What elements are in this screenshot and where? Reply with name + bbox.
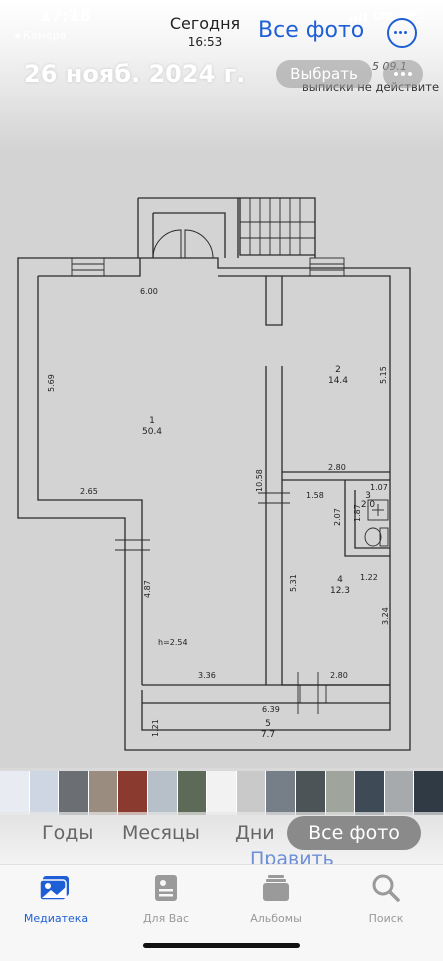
dim-text: 2.80 [328, 463, 346, 472]
select-button[interactable]: Выбрать [276, 60, 372, 88]
segment-years[interactable]: Годы [42, 822, 94, 844]
room-number: 4 [337, 575, 343, 585]
thumbnail[interactable] [384, 771, 414, 815]
tab-label: Для Вас [142, 912, 190, 925]
dim-text: 1.21 [151, 719, 160, 737]
room-area: 2.0 [361, 500, 376, 510]
dim-text: 1.07 [370, 483, 388, 492]
status-time: 17:18 [40, 6, 91, 25]
albums-icon [263, 875, 289, 901]
partition-room1 [265, 276, 283, 326]
segment-months[interactable]: Месяцы [122, 822, 200, 844]
photo-timestamp: Сегодня 16:53 [150, 14, 260, 49]
network-type: LTE [372, 10, 393, 23]
partition-room3 [344, 480, 390, 557]
tab-for-you[interactable]: Для Вас [121, 873, 211, 925]
thumbnail[interactable] [88, 771, 118, 815]
tab-albums[interactable]: Альбомы [231, 873, 321, 925]
title-day: Сегодня [169, 14, 241, 33]
dim-text: 6.39 [262, 705, 280, 714]
room-area: 14.4 [328, 376, 348, 386]
floor-plan: 6.00 5.69 2.65 4.87 3.36 h=2.54 10.58 5.… [17, 197, 411, 751]
search-icon [372, 874, 400, 902]
thumbnail[interactable] [355, 771, 384, 815]
tab-label: Альбомы [250, 912, 302, 925]
thumbnail[interactable] [29, 771, 59, 815]
photo-date: 26 нояб. 2024 г. [24, 60, 246, 88]
for-you-icon [155, 875, 177, 901]
dim-text: 5.69 [47, 374, 56, 392]
home-indicator [143, 943, 300, 948]
room-number: 3 [365, 491, 371, 501]
dim-text: 2.80 [330, 671, 348, 680]
thumbnail[interactable] [207, 771, 236, 815]
thumbnail[interactable] [414, 771, 443, 815]
signal-icon [348, 11, 367, 22]
dim-text: 10.58 [255, 469, 264, 492]
room-area: 7.7 [261, 730, 275, 740]
segment-all-photos[interactable]: Все фото [287, 816, 421, 850]
thumbnail[interactable] [177, 771, 207, 815]
photo-view[interactable]: 6.00 5.69 2.65 4.87 3.36 h=2.54 10.58 5.… [0, 0, 443, 768]
dim-text: 4.87 [143, 580, 152, 598]
thumbnail[interactable] [295, 771, 325, 815]
tab-label: Поиск [368, 912, 404, 925]
tab-search[interactable]: Поиск [341, 873, 431, 925]
thumbnail[interactable] [236, 771, 266, 815]
dim-text: 6.00 [140, 287, 158, 296]
room-number: 5 [265, 719, 271, 729]
thumbnail[interactable] [0, 771, 29, 815]
dim-text: 1.87 [353, 504, 362, 522]
segment-days[interactable]: Дни [235, 822, 275, 844]
dim-text: 1.58 [306, 491, 324, 500]
dim-text: 5.31 [289, 574, 298, 592]
tab-label: Медиатека [23, 912, 89, 925]
room-number: 2 [335, 365, 341, 375]
outer-wall [17, 257, 411, 751]
dim-text: 3.36 [198, 671, 216, 680]
dim-text: 2.65 [80, 487, 98, 496]
partition-room5 [142, 684, 390, 704]
ellipsis-icon[interactable] [383, 60, 423, 88]
title-time: 16:53 [187, 35, 223, 49]
back-to-camera[interactable]: ◂ Камера [14, 29, 67, 42]
dim-text: 3.24 [381, 607, 390, 625]
thumbnail[interactable] [325, 771, 355, 815]
tab-library[interactable]: Медиатека [11, 873, 101, 925]
room-area: 50.4 [142, 427, 162, 437]
thumbnail-strip[interactable] [0, 771, 443, 815]
all-photos-button[interactable]: Все фото [258, 18, 365, 43]
vestibule [137, 197, 239, 258]
dim-text: 2.07 [333, 508, 342, 526]
thumbnail[interactable] [147, 771, 177, 815]
photo-library-icon [39, 876, 69, 901]
thumbnail[interactable] [266, 771, 295, 815]
partition-room2 [265, 366, 390, 686]
room-number: 1 [149, 416, 155, 426]
dim-text: 5.15 [379, 366, 388, 384]
dim-text: h=2.54 [158, 638, 188, 647]
thumbnail[interactable] [59, 771, 88, 815]
thumbnail[interactable] [118, 771, 147, 815]
dim-text: 1.22 [360, 573, 378, 582]
back-label: Камера [23, 29, 67, 42]
more-options-icon[interactable] [387, 18, 417, 48]
room-area: 12.3 [330, 586, 350, 596]
